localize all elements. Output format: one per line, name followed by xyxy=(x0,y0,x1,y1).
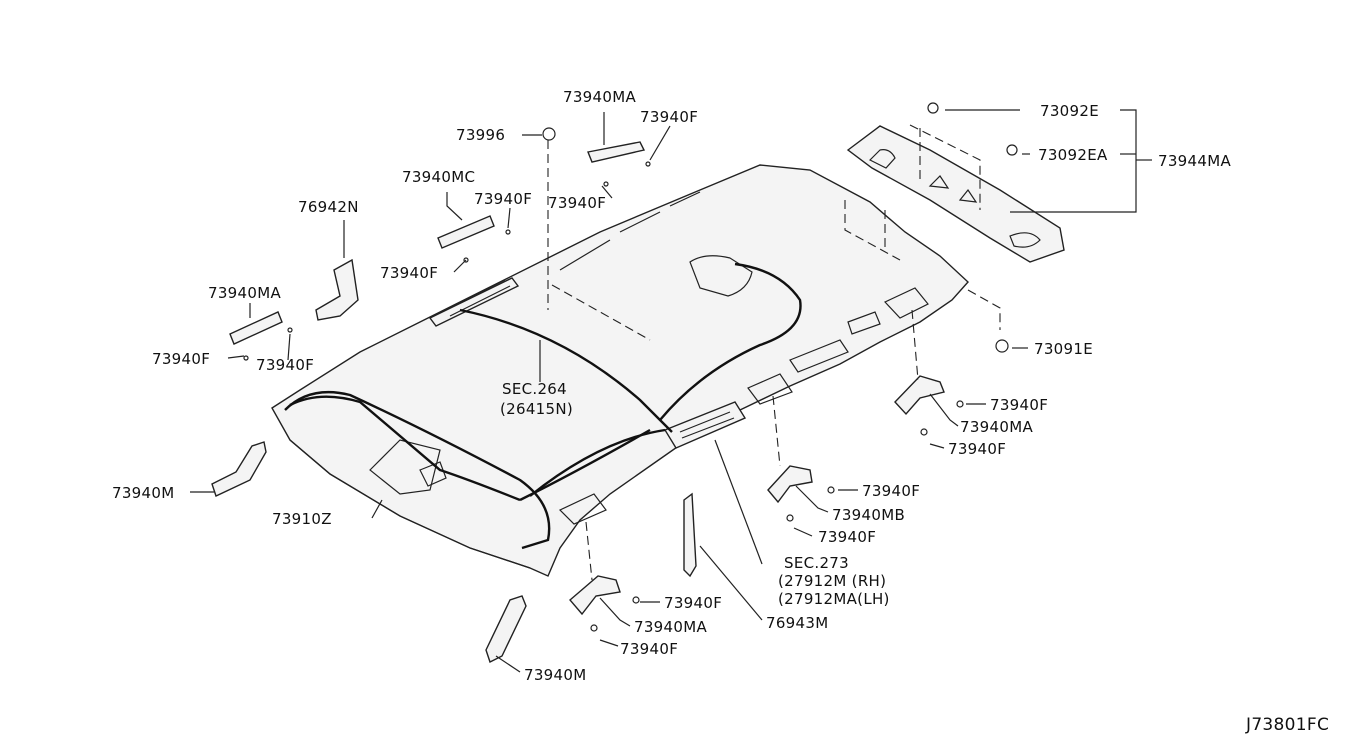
label-73940ma-left: 73940MA xyxy=(208,284,281,302)
label-73940f-m2: 73940F xyxy=(818,528,876,546)
label-73092e: 73092E xyxy=(1040,102,1099,120)
label-73940ma-right: 73940MA xyxy=(960,418,1033,436)
assist-grip-top xyxy=(587,141,646,163)
label-sec264: SEC.264 xyxy=(502,380,567,398)
rear-header-trim xyxy=(846,125,1065,263)
label-73940mb: 73940MB xyxy=(832,506,905,524)
label-73940f-b2: 73940F xyxy=(620,640,678,658)
label-73092ea: 73092EA xyxy=(1038,146,1108,164)
label-73940mc: 73940MC xyxy=(402,168,475,186)
label-73940f-m1: 73940F xyxy=(862,482,920,500)
label-73910z: 73910Z xyxy=(272,510,332,528)
label-26415n: (26415N) xyxy=(500,400,573,418)
label-73940f-c: 73940F xyxy=(380,264,438,282)
clips xyxy=(243,102,1018,632)
label-73940f-r2: 73940F xyxy=(948,440,1006,458)
label-73944ma: 73944MA xyxy=(1158,152,1231,170)
label-73940ma-bottom: 73940MA xyxy=(634,618,707,636)
assist-grip-mc xyxy=(437,215,495,249)
label-27912ma-lh: (27912MA(LH) xyxy=(778,590,890,608)
label-27912m-rh: (27912M (RH) xyxy=(778,572,886,590)
label-73940f-a: 73940F xyxy=(474,190,532,208)
part-labels: 73940MA 73940F 73996 73940MC 73940F 7394… xyxy=(112,88,1231,684)
label-73940ma-top: 73940MA xyxy=(563,88,636,106)
label-73940f-r1: 73940F xyxy=(990,396,1048,414)
assist-grip-73940m-bottom xyxy=(485,595,527,663)
assist-grip-73940ma-bottom xyxy=(569,575,621,616)
assist-grip-73940ma-right xyxy=(894,375,945,416)
coat-hook-76943m xyxy=(683,492,697,578)
assist-grip-73940m-left xyxy=(211,441,267,497)
label-73996: 73996 xyxy=(456,126,505,144)
assist-grip-left xyxy=(229,311,283,345)
label-76942n: 76942N xyxy=(298,198,359,216)
label-76943m: 76943M xyxy=(766,614,828,632)
label-73940f-b: 73940F xyxy=(548,194,606,212)
assist-grip-73940mb xyxy=(767,465,813,504)
label-73940m-bottom: 73940M xyxy=(524,666,586,684)
wiring-harness xyxy=(284,262,802,550)
label-73940f-e: 73940F xyxy=(256,356,314,374)
alignment-lines xyxy=(547,124,1001,581)
label-73091e: 73091E xyxy=(1034,340,1093,358)
diagram-code: J73801FC xyxy=(1245,715,1329,735)
label-sec273: SEC.273 xyxy=(784,554,849,572)
leader-lines xyxy=(190,109,1152,673)
coat-hook-76942n xyxy=(315,258,359,321)
label-73940f-d: 73940F xyxy=(152,350,210,368)
label-73940f-top: 73940F xyxy=(640,108,698,126)
label-73940m-left: 73940M xyxy=(112,484,174,502)
label-73940f-b1: 73940F xyxy=(664,594,722,612)
